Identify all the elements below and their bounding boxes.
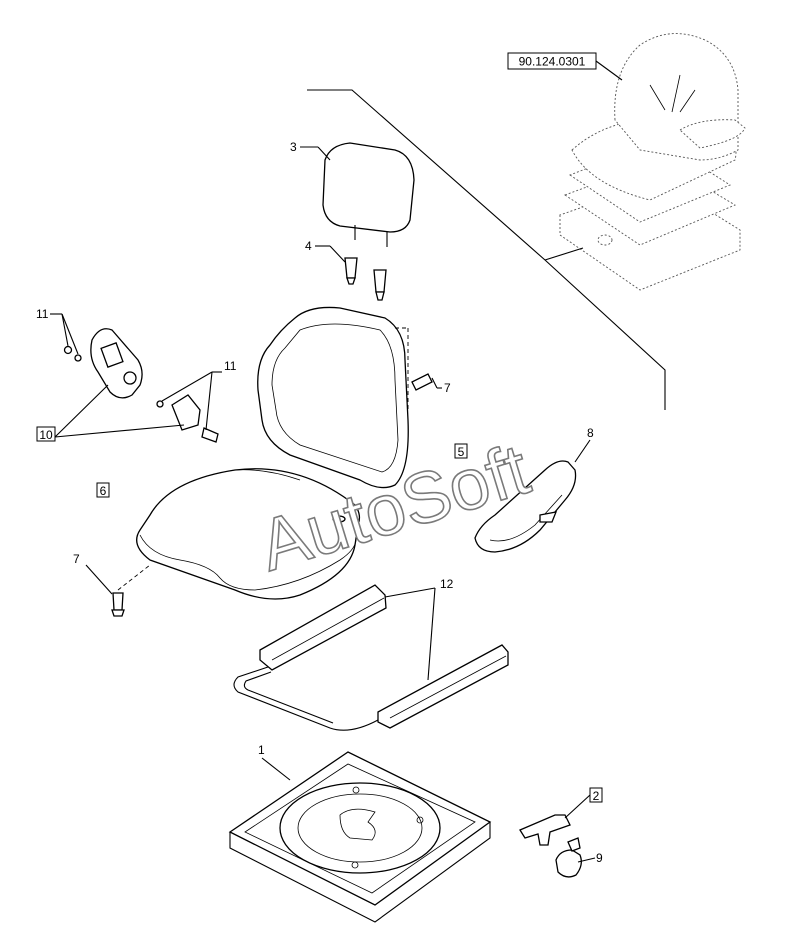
backrest-part: 5 [257,306,468,489]
seat-belt-leaders [50,313,222,438]
callout-4: 4 [305,239,312,253]
callout-2: 2 [593,789,600,803]
callout-11-left: 11 [36,307,49,321]
reference-label-callout: 90.124.0301 [507,52,623,81]
complete-seat-reference-drawing [559,33,746,291]
callout-5: 5 [458,445,465,459]
callout-10: 10 [39,428,53,442]
callout-11-right: 11 [224,359,237,373]
slide-rails-part [233,584,509,731]
seat-belt-buckle-part [63,328,219,443]
backrest-screw-part [411,373,442,391]
cushion-screw-part [111,564,151,617]
callout-10-box: 10 [36,426,56,442]
swivel-base-part [228,751,492,923]
reference-label: 90.124.0301 [519,55,586,69]
lever-part [519,787,603,846]
callout-6: 6 [100,484,107,498]
callout-7-left: 7 [73,552,80,566]
assembly-pointer-line [307,89,666,410]
headrest-guides-part [315,245,387,301]
seat-cushion-part [96,468,361,600]
headrest-part [300,142,415,247]
callout-12: 12 [440,577,454,591]
callout-1: 1 [258,743,265,757]
callout-7-right: 7 [444,381,451,395]
callout-8: 8 [587,426,594,440]
knob-part [555,837,596,878]
armrest-part [474,439,591,553]
callout-9: 9 [596,851,603,865]
callout-3: 3 [290,140,297,154]
